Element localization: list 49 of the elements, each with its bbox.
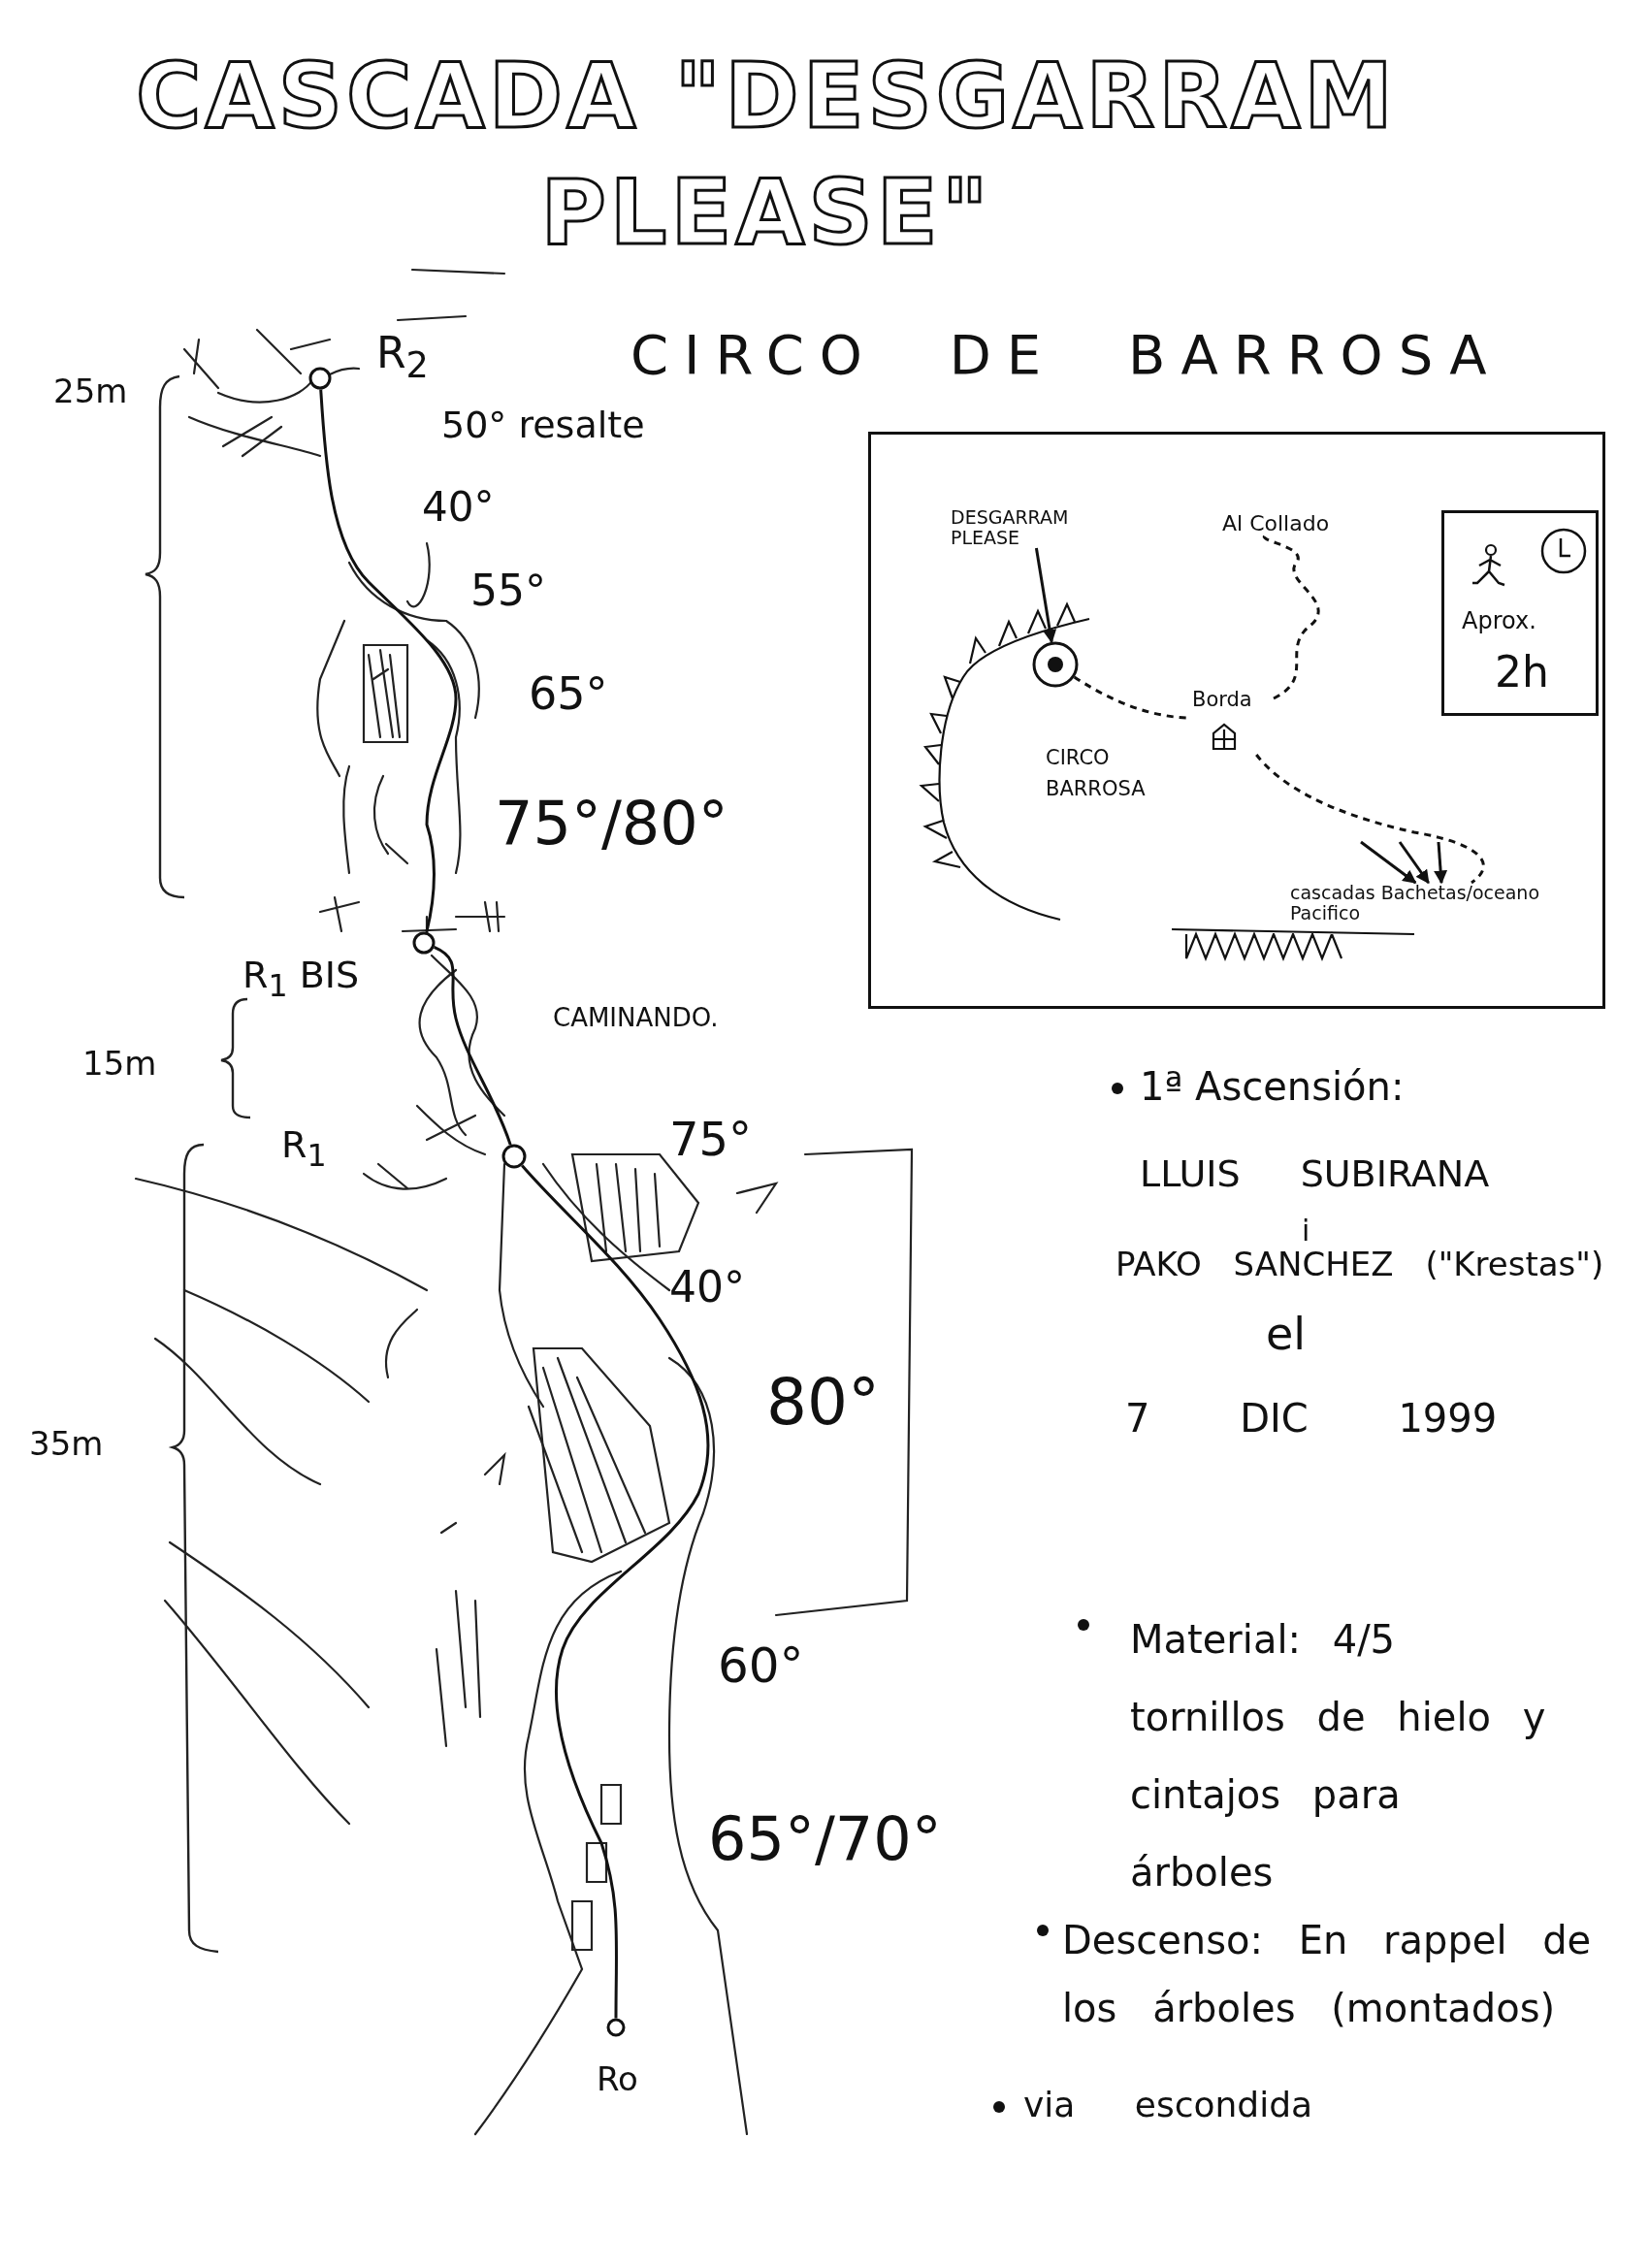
trail-line: [1073, 675, 1187, 720]
belay-label: R$_{1}$: [281, 1125, 327, 1173]
angle-label: 60°: [718, 1639, 804, 1693]
trail-line: [1255, 754, 1485, 885]
climbing-route-line: [433, 946, 512, 1146]
height-label: 15m: [82, 1046, 157, 1083]
descent-arrow: [1360, 840, 1417, 885]
map-label: DESGARRAM PLEASE: [951, 507, 1116, 548]
note-paragraph: Material: 4/5 tornillos de hielo y cintajos para árboles: [1130, 1616, 1547, 1896]
map-label: cascadas Bachetas/oceano Pacifico: [1290, 883, 1596, 923]
angle-label: 75°: [669, 1114, 753, 1165]
angle-label: 65°/70°: [708, 1806, 942, 1873]
angle-label: 75°/80°: [495, 791, 728, 858]
approach-time-box: [1441, 510, 1599, 716]
trail-line: [1263, 535, 1320, 700]
angle-label: 40°: [422, 485, 495, 531]
belay-label: Ro: [597, 2061, 638, 2098]
map-label: Borda: [1192, 689, 1252, 712]
place-heading: CIRCO DE BARROSA: [630, 325, 1503, 385]
note-text: PAKO SANCHEZ ("Krestas"): [1116, 1247, 1604, 1283]
angle-label: 40°: [669, 1264, 745, 1312]
pointer-arrow: [1034, 547, 1057, 644]
descent-arrow: [1398, 841, 1430, 885]
map-label: Al Collado: [1222, 512, 1330, 536]
time-note: Aprox.: [1462, 608, 1536, 634]
belay-label: R$_{2}$: [376, 330, 429, 386]
map-label: CIRCO BARROSA: [1046, 745, 1147, 802]
note-text: i: [1302, 1215, 1310, 1247]
descent-arrow: [1434, 841, 1448, 885]
climbing-route-line: [521, 1164, 710, 2019]
climbing-route-line: [319, 389, 458, 933]
time-value: 2h: [1495, 649, 1549, 697]
note-text: el: [1266, 1310, 1307, 1359]
belay-label: R$_{1}$ BIS: [242, 956, 360, 1003]
angle-label: 80°: [766, 1368, 880, 1439]
note-text: LLUIS SUBIRANA: [1140, 1154, 1490, 1195]
height-label: 35m: [29, 1426, 104, 1463]
note-text: 7 DIC 1999: [1125, 1397, 1498, 1440]
height-label: 25m: [53, 373, 128, 410]
angle-label: 50° resalte: [441, 405, 645, 446]
angle-label: 55°: [470, 567, 546, 615]
note-text: 1ª Ascensión:: [1140, 1065, 1405, 1108]
waterfall-symbol: [1031, 640, 1080, 689]
title-text: CASCADA "DESGARRAM PLEASE": [135, 44, 1398, 267]
route-note: CAMINANDO.: [553, 1004, 719, 1032]
note-text: via escondida: [1023, 2086, 1313, 2124]
note-paragraph: Descenso: En rappel de los árboles (montados): [1062, 1917, 1593, 2032]
angle-label: 65°: [529, 669, 608, 719]
inset-map-panel: [868, 432, 1605, 1009]
